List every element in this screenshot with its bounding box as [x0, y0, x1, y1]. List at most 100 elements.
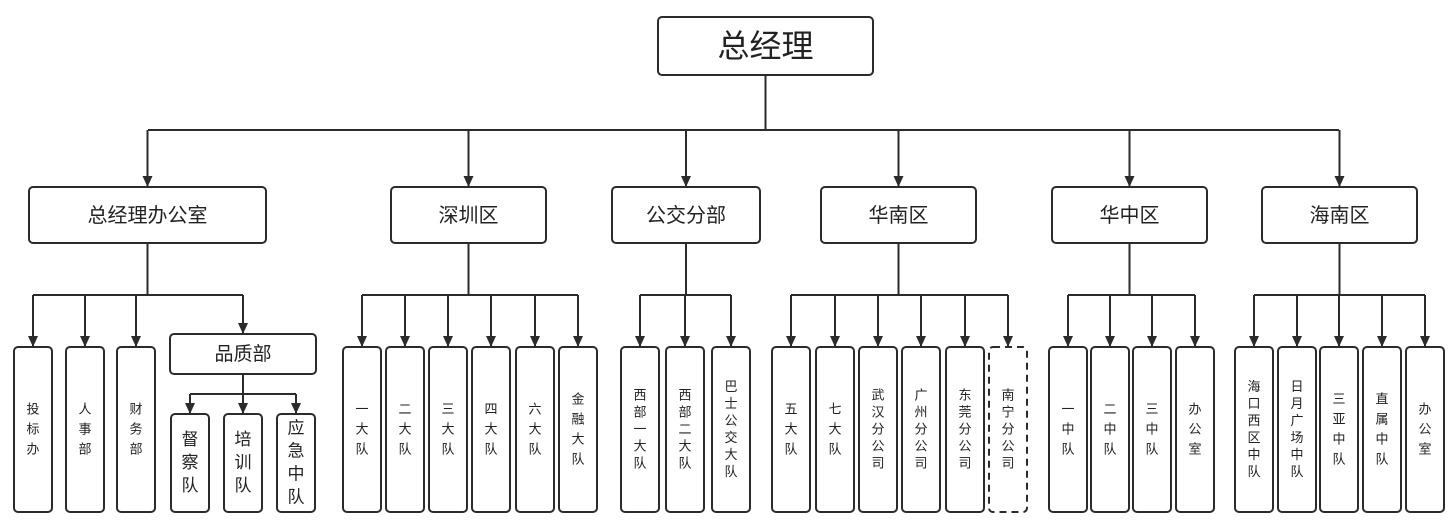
arrowhead — [916, 336, 926, 347]
node-label: 公交分部 — [646, 203, 726, 227]
arrowhead — [893, 176, 904, 187]
arrowhead — [1124, 176, 1135, 187]
arrowhead — [1063, 336, 1073, 347]
node-label: 投标办 — [26, 401, 39, 457]
node-label: 三大队 — [441, 402, 454, 457]
node-label: 一大队 — [355, 402, 368, 457]
arrowhead — [443, 336, 453, 347]
unit-node-box — [858, 346, 898, 513]
unit-node: 东莞分公司 — [945, 346, 985, 513]
root-node-box: 总经理 — [657, 16, 874, 76]
arrowhead — [238, 323, 248, 334]
arrowhead — [1292, 336, 1302, 347]
node-label: 海南区 — [1310, 203, 1370, 227]
arrowhead — [1147, 336, 1157, 347]
unit-node-box — [13, 346, 53, 513]
unit-node: 日月广场中队 — [1277, 346, 1317, 513]
node-label: 金融大队 — [571, 391, 584, 467]
department-node: 华中区 — [1051, 186, 1208, 244]
arrowhead — [726, 336, 736, 347]
unit-node-box — [1234, 346, 1274, 513]
unit-node: 培训队 — [223, 413, 263, 513]
arrowhead — [1003, 336, 1013, 347]
arrowhead — [238, 403, 248, 414]
sub-department-node: 品质部 — [169, 333, 317, 375]
node-label: 二大队 — [398, 402, 411, 457]
unit-node: 三中队 — [1132, 346, 1172, 513]
unit-node-box — [1319, 346, 1359, 513]
unit-node-box — [385, 346, 425, 513]
unit-node-box — [1175, 346, 1215, 513]
node-label: 六大队 — [528, 402, 541, 457]
node-label: 总经理办公室 — [88, 203, 208, 227]
node-label: 二中队 — [1103, 402, 1116, 457]
node-label: 武汉分公司 — [871, 388, 884, 471]
node-label: 东莞分公司 — [958, 388, 971, 471]
node-label: 日月广场中队 — [1290, 380, 1303, 480]
unit-node-box — [665, 346, 705, 513]
unit-node-box — [276, 413, 316, 513]
arrowhead — [1190, 336, 1200, 347]
unit-node: 一大队 — [342, 346, 382, 513]
node-label: 财务部 — [129, 402, 142, 457]
arrowhead — [131, 336, 141, 347]
unit-node-box — [223, 413, 263, 513]
unit-node: 办公室 — [1405, 346, 1445, 513]
unit-node: 一中队 — [1048, 346, 1088, 513]
arrowhead — [291, 403, 301, 414]
unit-node: 金融大队 — [558, 346, 598, 513]
node-label: 办公室 — [1418, 402, 1431, 457]
unit-node-box — [1362, 346, 1402, 513]
arrowhead — [681, 176, 691, 187]
unit-node: 四大队 — [471, 346, 511, 513]
department-node: 深圳区 — [390, 186, 547, 244]
unit-node-box — [65, 346, 105, 513]
arrowhead — [142, 176, 153, 187]
unit-node: 二中队 — [1090, 346, 1130, 513]
unit-node: 办公室 — [1175, 346, 1215, 513]
node-label: 四大队 — [484, 402, 497, 457]
unit-node: 巴士公交大队 — [711, 346, 751, 513]
node-label: 深圳区 — [439, 203, 499, 227]
node-label: 品质部 — [214, 343, 271, 365]
unit-node: 武汉分公司 — [858, 346, 898, 513]
unit-node-box — [428, 346, 468, 513]
unit-node: 投标办 — [13, 346, 53, 513]
unit-node: 财务部 — [116, 346, 156, 513]
unit-node: 二大队 — [385, 346, 425, 513]
node-label: 三亚中队 — [1332, 392, 1345, 467]
arrowhead — [786, 336, 796, 347]
unit-node-box — [342, 346, 382, 513]
unit-node: 直属中队 — [1362, 346, 1402, 513]
arrowhead — [1249, 336, 1259, 347]
unit-node-box — [988, 346, 1028, 513]
unit-node-box — [815, 346, 855, 513]
unit-node: 应急中队 — [276, 413, 316, 513]
arrowhead — [635, 336, 645, 347]
unit-node-box — [1090, 346, 1130, 513]
unit-node-box — [1048, 346, 1088, 513]
node-label: 督察队 — [182, 430, 199, 496]
unit-node-box — [901, 346, 941, 513]
department-node: 海南区 — [1261, 186, 1418, 244]
arrowhead — [1420, 336, 1430, 347]
node-label: 巴士公交大队 — [724, 380, 737, 480]
node-label: 华中区 — [1100, 203, 1160, 227]
arrowhead — [530, 336, 540, 347]
unit-node: 西部二大队 — [665, 346, 705, 513]
unit-node: 五大队 — [771, 346, 811, 513]
node-label: 三中队 — [1145, 402, 1158, 457]
unit-node: 七大队 — [815, 346, 855, 513]
unit-node: 西部一大队 — [620, 346, 660, 513]
arrowhead — [357, 336, 367, 347]
unit-node: 海口西区中队 — [1234, 346, 1274, 513]
arrowhead — [1105, 336, 1115, 347]
arrowhead — [1377, 336, 1387, 347]
node-label: 西部一大队 — [633, 388, 646, 471]
node-label: 直属中队 — [1375, 392, 1388, 467]
unit-node-box — [170, 413, 210, 513]
unit-node: 人事部 — [65, 346, 105, 513]
department-node: 公交分部 — [611, 186, 761, 244]
arrowhead — [680, 336, 690, 347]
